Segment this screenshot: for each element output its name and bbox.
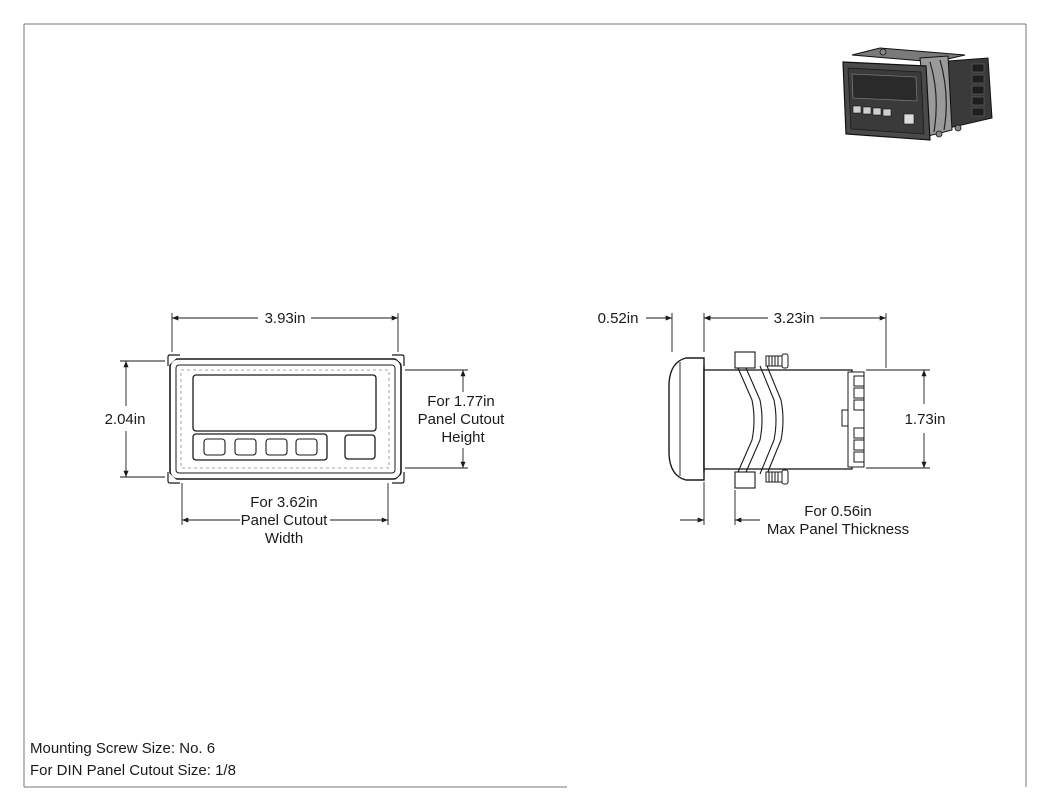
cutout-width-line2: Panel Cutout — [241, 512, 329, 529]
key-2 — [234, 438, 257, 456]
keypad-group — [192, 433, 328, 461]
bezel-corner-tabs — [167, 354, 405, 484]
display-window — [192, 374, 377, 432]
dim-cutout-width — [181, 483, 389, 525]
din-cutout-note: For DIN Panel Cutout Size: 1/8 — [30, 762, 236, 779]
front-view: 3.93in 2.04in For 1.77in Panel Cutout He… — [105, 310, 506, 547]
mounting-clip — [734, 351, 784, 489]
front-bezel-inner — [175, 364, 396, 474]
dim-body-depth-label: 3.23in — [774, 310, 815, 327]
dim-overall-width — [171, 313, 399, 352]
key-1 — [203, 438, 226, 456]
dim-panel-thickness — [680, 482, 760, 525]
meter-isometric-icon — [842, 47, 993, 141]
cutout-height-line2: Panel Cutout — [418, 411, 506, 428]
cutout-height-line3: Height — [441, 429, 485, 446]
dim-body-height-label: 1.73in — [905, 411, 946, 428]
iso-display — [851, 73, 918, 102]
dim-body-height — [866, 369, 930, 469]
rear-terminals — [841, 371, 865, 468]
dim-cutout-height — [405, 369, 468, 469]
key-4 — [295, 438, 318, 456]
panel-cutout-outline — [180, 369, 390, 469]
dim-overall-height — [120, 360, 165, 478]
side-bezel — [668, 357, 705, 481]
mounting-screw-note: Mounting Screw Size: No. 6 — [30, 740, 216, 757]
panel-thickness-line2: Max Panel Thickness — [767, 521, 909, 538]
dim-bezel-depth-label: 0.52in — [598, 310, 639, 327]
cutout-width-line1: For 3.62in — [250, 494, 318, 511]
mounting-screws — [765, 353, 789, 485]
dim-overall-height-label: 2.04in — [105, 411, 146, 428]
key-5 — [344, 434, 376, 460]
cutout-width-line3: Width — [265, 530, 303, 547]
dim-overall-width-label: 3.93in — [265, 310, 306, 327]
key-3 — [265, 438, 288, 456]
sheet-border — [23, 23, 1027, 788]
panel-thickness-line1: For 0.56in — [804, 503, 872, 520]
side-view: 0.52in 3.23in 1.73in For 0.56in Max Pane… — [598, 310, 946, 538]
side-housing — [703, 369, 853, 470]
cutout-height-line1: For 1.77in — [427, 393, 495, 410]
dim-body-depth — [704, 313, 887, 368]
dim-bezel-depth — [646, 313, 728, 352]
